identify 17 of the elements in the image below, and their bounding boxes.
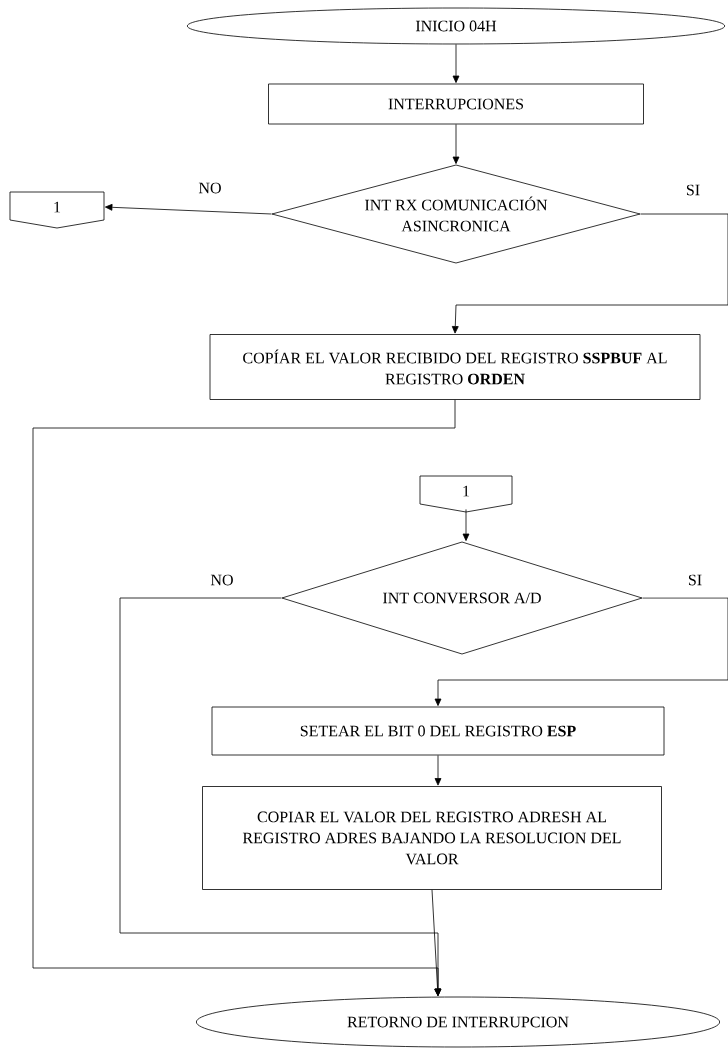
arrow [452,44,460,83]
arrow [434,597,728,706]
arrow [431,889,441,996]
arrow [105,203,272,215]
arrow [434,755,442,786]
edge-label: SI [686,573,704,587]
edge-label: NO [209,573,235,587]
arrow [462,509,470,541]
edge-label: NO [197,181,223,195]
arrow [451,213,728,334]
process-box: COPIAR EL VALOR DEL REGISTRO ADRESH AL REGISTRO ADRES BAJANDO LA RESOLUCION DEL VALOR [202,786,662,890]
edge-label: SI [684,183,702,197]
process-box: SETEAR EL BIT 0 DEL REGISTRO ESP [211,706,665,756]
process-box: INTERRUPCIONES [268,83,644,125]
arrow [452,124,460,164]
arrow [119,597,442,996]
process-box: COPÍAR EL VALOR RECIBIDO DEL REGISTRO SSPBUF AL REGISTRO ORDEN [209,334,701,400]
